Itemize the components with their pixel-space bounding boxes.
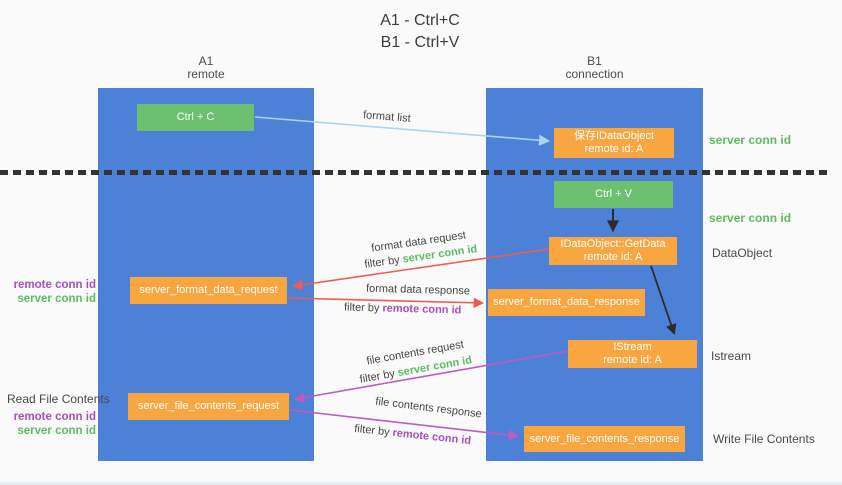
window-bottom-edge	[0, 481, 842, 485]
right-label-server-conn-id-top: server conn id	[709, 133, 792, 147]
remote-conn-id-text: remote conn id	[391, 426, 472, 448]
box-istream: IStream remote id: A	[568, 340, 697, 368]
file-contents-response-text: file contents response	[374, 395, 483, 421]
left-label-group-format: remote conn id server conn id	[8, 278, 96, 306]
box-server-format-data-response-label: server_format_data_response	[493, 296, 640, 308]
column-a1-role: remote	[187, 67, 225, 81]
column-header-b1: B1 connection	[486, 55, 703, 81]
left-label-group-file: remote conn id server conn id	[8, 410, 96, 438]
box-server-file-contents-response-label: server_file_contents_response	[529, 432, 680, 445]
box-istream-line1: IStream	[613, 341, 652, 353]
box-save-idataobject-line1: 保存IDataObject	[573, 130, 655, 142]
session-divider-dotted-line	[0, 170, 830, 175]
filter-by-text: filter by	[353, 422, 391, 439]
box-ctrl-c-label: Ctrl + C	[176, 111, 215, 123]
box-server-format-data-request: server_format_data_request	[130, 277, 287, 304]
right-label-write-file-contents: Write File Contents	[713, 432, 815, 446]
right-label-dataobject: DataObject	[712, 246, 773, 260]
column-header-a1: A1 remote	[98, 55, 314, 81]
remote-conn-id-text: remote conn id	[382, 302, 462, 317]
arrow-label-format-list: format list	[363, 109, 411, 125]
format-data-response-text: format data response	[365, 282, 471, 298]
right-label-server-conn-id-mid: server conn id	[709, 211, 792, 225]
left-server-conn-id-2: server conn id	[17, 425, 96, 437]
format-list-text: format list	[362, 109, 412, 125]
column-b1-id: B1	[587, 54, 602, 68]
box-server-format-data-request-label: server_format_data_request	[139, 284, 278, 296]
box-ctrl-v-label: Ctrl + V	[595, 188, 632, 200]
title-line-1: A1 - Ctrl+C	[380, 12, 460, 29]
label-filter-by-remote-conn-id-1: filter by remote conn id	[344, 301, 462, 316]
box-ctrl-v: Ctrl + V	[554, 181, 673, 208]
box-save-idataobject: 保存IDataObject remote id: A	[554, 128, 674, 158]
left-label-read-file-contents: Read File Contents	[7, 392, 110, 406]
left-server-conn-id-1: server conn id	[17, 293, 96, 305]
filter-by-text: filter by	[363, 254, 401, 271]
box-idataobject-getdata-line1: IDataObject::GetData	[560, 238, 666, 250]
box-idataobject-getdata-line2: remote id: A	[583, 251, 643, 263]
title-line-2: B1 - Ctrl+V	[380, 34, 460, 51]
filter-by-text: filter by	[358, 367, 396, 386]
box-idataobject-getdata: IDataObject::GetData remote id: A	[549, 237, 677, 265]
diagram-title: A1 - Ctrl+C B1 - Ctrl+V	[320, 10, 520, 54]
column-b1-role: connection	[565, 67, 624, 81]
left-remote-conn-id-1: remote conn id	[13, 279, 96, 291]
filter-by-text: filter by	[343, 301, 380, 315]
left-remote-conn-id-2: remote conn id	[13, 411, 96, 423]
label-filter-by-remote-conn-id-2: filter by remote conn id	[354, 423, 472, 447]
box-server-file-contents-request-label: server_file_contents_request	[137, 400, 280, 412]
box-ctrl-c: Ctrl + C	[137, 104, 254, 131]
box-server-file-contents-request: server_file_contents_request	[128, 393, 289, 420]
arrow-label-file-contents-response: file contents response	[375, 396, 483, 421]
box-server-format-data-response: server_format_data_response	[488, 289, 645, 316]
right-label-istream: Istream	[711, 349, 752, 363]
arrow-label-format-data-response: format data response	[366, 283, 470, 298]
column-a1-id: A1	[198, 54, 214, 68]
box-istream-line2: remote id: A	[603, 354, 662, 366]
box-server-file-contents-response: server_file_contents_response	[524, 426, 685, 452]
box-save-idataobject-line2: remote id: A	[584, 143, 644, 155]
